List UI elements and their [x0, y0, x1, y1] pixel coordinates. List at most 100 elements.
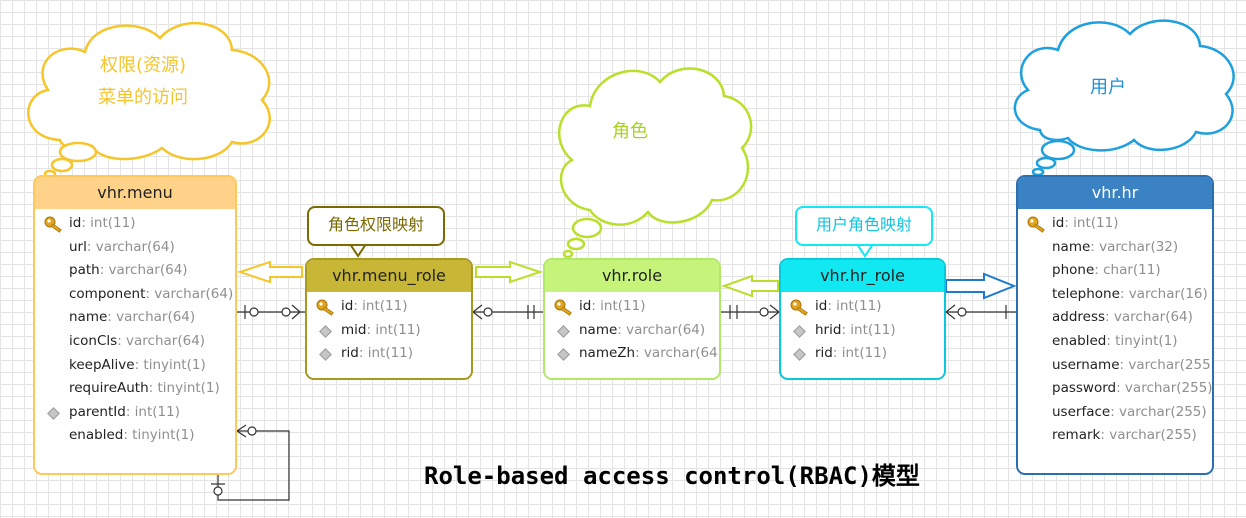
field-type: : varchar(16): [1119, 285, 1208, 302]
field-name: name: [1052, 238, 1091, 255]
field-type: : int(11): [81, 215, 136, 231]
field-name: name: [69, 309, 108, 326]
table-header: vhr.hr: [1018, 177, 1212, 209]
field-name: name: [579, 321, 618, 338]
field-name: mid: [341, 321, 367, 338]
field-row[interactable]: mid: int(11): [307, 319, 471, 343]
field-row[interactable]: url: varchar(64): [35, 236, 235, 260]
table-menu[interactable]: vhr.menu id: int(11)url: varchar(64)path:…: [33, 175, 237, 475]
field-type: : tinyint(1): [134, 356, 206, 373]
field-type: : int(11): [841, 321, 896, 338]
field-name: remark: [1052, 427, 1101, 444]
field-type: : varchar(64): [99, 262, 188, 279]
field-row[interactable]: remark: varchar(255): [1018, 424, 1212, 448]
field-row[interactable]: address: varchar(64): [1018, 306, 1212, 330]
field-name: component: [69, 285, 146, 302]
field-row[interactable]: userface: varchar(255): [1018, 401, 1212, 425]
key-icon: [316, 298, 336, 316]
cloud-hr: [1013, 19, 1235, 177]
field-type: : int(11): [827, 298, 882, 314]
field-type: : varchar(64): [117, 332, 206, 349]
field-type: : tinyint(1): [123, 427, 195, 444]
diamond-icon: [793, 348, 806, 362]
field-name: id: [579, 298, 592, 314]
field-row[interactable]: name: varchar(64): [35, 306, 235, 330]
field-row[interactable]: nameZh: varchar(64): [545, 342, 719, 366]
field-row[interactable]: rid: int(11): [307, 342, 471, 366]
table-header: vhr.menu: [35, 177, 235, 209]
diagram-title: Role-based access control(RBAC)模型: [424, 462, 920, 490]
table-header: vhr.role: [545, 260, 719, 292]
label-menu-role: 角色权限映射: [307, 206, 445, 246]
field-row[interactable]: id: int(11): [35, 212, 235, 236]
field-name: rid: [815, 345, 833, 362]
field-type: : varchar(64): [145, 285, 234, 302]
field-row[interactable]: enabled: tinyint(1): [35, 424, 235, 448]
field-type: : varchar(255): [1110, 403, 1207, 420]
table-fields: id: int(11)name: varchar(64)nameZh: varc…: [545, 292, 719, 366]
key-icon: [44, 215, 64, 233]
field-name: requireAuth: [69, 380, 149, 397]
field-name: id: [1052, 215, 1065, 231]
field-row[interactable]: iconCls: varchar(64): [35, 330, 235, 354]
cloud-menu-line-1: 权限(资源): [99, 55, 187, 76]
field-type: : tinyint(1): [148, 380, 220, 397]
relationship-lines: [211, 304, 1016, 501]
field-name: keepAlive: [69, 356, 135, 373]
diamond-icon: [47, 406, 60, 420]
field-row[interactable]: keepAlive: tinyint(1): [35, 354, 235, 378]
field-name: enabled: [1052, 332, 1107, 349]
field-row[interactable]: name: varchar(64): [545, 319, 719, 343]
field-name: phone: [1052, 262, 1095, 279]
arrow-to-role-from-hr: [721, 274, 779, 298]
field-name: rid: [341, 345, 359, 362]
field-row[interactable]: password: varchar(255): [1018, 377, 1212, 401]
field-row[interactable]: telephone: varchar(16): [1018, 283, 1212, 307]
field-type: : varchar(255): [1100, 427, 1197, 444]
field-row[interactable]: component: varchar(64): [35, 283, 235, 307]
field-name: id: [341, 298, 354, 314]
field-row[interactable]: id: int(11): [545, 295, 719, 319]
field-name: nameZh: [579, 345, 636, 362]
field-row[interactable]: id: int(11): [307, 295, 471, 319]
field-type: : int(11): [353, 298, 408, 314]
field-name: password: [1052, 380, 1117, 397]
diamond-icon: [319, 324, 332, 338]
field-row[interactable]: enabled: tinyint(1): [1018, 330, 1212, 354]
field-row[interactable]: hrid: int(11): [781, 319, 944, 343]
field-row[interactable]: path: varchar(64): [35, 259, 235, 283]
field-row[interactable]: id: int(11): [781, 295, 944, 319]
diamond-icon: [319, 348, 332, 362]
table-header: vhr.menu_role: [307, 260, 471, 292]
field-name: enabled: [69, 427, 124, 444]
cloud-menu-text: 权限(资源) 菜单的访问: [88, 50, 198, 114]
field-type: : varchar(64): [86, 238, 175, 255]
arrow-to-hr: [945, 272, 1017, 300]
table-fields: id: int(11)name: varchar(32)phone: char(…: [1018, 209, 1212, 448]
field-type: : varchar(64): [1105, 309, 1193, 326]
field-type: : varchar(255): [1119, 356, 1214, 373]
field-name: userface: [1052, 403, 1111, 420]
field-type: : varchar(32): [1090, 238, 1179, 255]
cloud-menu-line-2: 菜单的访问: [98, 87, 188, 108]
field-row[interactable]: requireAuth: tinyint(1): [35, 377, 235, 401]
diamond-icon: [557, 348, 570, 362]
field-name: telephone: [1052, 285, 1120, 302]
table-fields: id: int(11)hrid: int(11)rid: int(11): [781, 292, 944, 366]
label-hr-role: 用户角色映射: [795, 206, 933, 246]
field-row[interactable]: username: varchar(255): [1018, 354, 1212, 378]
field-row[interactable]: phone: char(11): [1018, 259, 1212, 283]
field-row[interactable]: id: int(11): [1018, 212, 1212, 236]
field-row[interactable]: name: varchar(32): [1018, 236, 1212, 260]
field-type: : int(11): [358, 345, 414, 362]
field-row[interactable]: parentId: int(11): [35, 401, 235, 425]
key-icon: [1027, 215, 1047, 233]
field-name: address: [1052, 309, 1106, 326]
field-type: : int(11): [591, 298, 646, 314]
field-row[interactable]: rid: int(11): [781, 342, 944, 366]
